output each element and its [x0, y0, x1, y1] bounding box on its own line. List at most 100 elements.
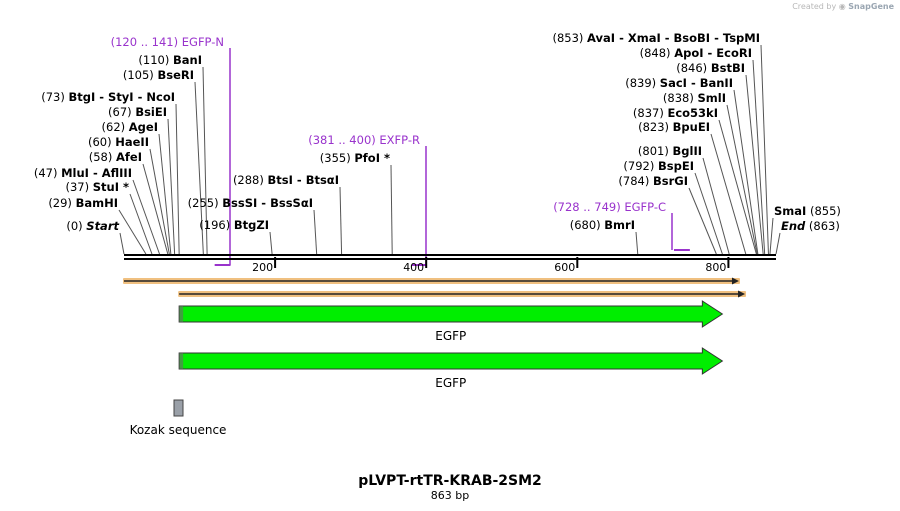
- site-label-start: (0) Start: [66, 219, 119, 233]
- orf-head-orf-1: [731, 277, 739, 285]
- ruler-tick-label-800: 800: [705, 261, 726, 274]
- primer-name-exfp-r: EXFP-R: [379, 133, 420, 147]
- site-bstbi: (846) BstBI: [676, 61, 745, 75]
- feature-start-marker-egfp-2: [179, 353, 184, 369]
- site-enzyme-eco53ki-0: Eco53kI: [667, 106, 718, 120]
- site-label-btgi: (73) BtgI - StyI - NcoI: [41, 90, 175, 104]
- site-stui: (37) StuI *: [65, 180, 129, 194]
- site-enzyme-btsi-1: - BtsαI: [293, 173, 339, 187]
- site-mlui: (47) MluI - AflIII: [34, 166, 132, 180]
- site-bamhi: (29) BamHI: [48, 196, 118, 210]
- leader-end: [775, 232, 781, 255]
- site-position-bsiei: (67): [108, 105, 135, 119]
- site-enzyme-agei-0: AgeI: [129, 120, 158, 134]
- leader-bsrgi: [688, 187, 717, 255]
- site-smli: (838) SmlI: [663, 91, 726, 105]
- site-enzyme-start-0: Start: [86, 219, 119, 233]
- site-afei: (58) AfeI: [89, 150, 142, 164]
- primer-range-egfp-c: (728 .. 749): [553, 200, 624, 214]
- site-position-smai: (855): [806, 204, 841, 218]
- leader-start: [119, 232, 125, 255]
- site-bmri: (680) BmrI: [570, 218, 635, 232]
- feature-label-egfp-2: EGFP: [435, 376, 466, 390]
- site-label-btsi: (288) BtsI - BtsαI: [233, 173, 339, 187]
- site-label-smai: SmaI (855): [774, 204, 841, 218]
- site-agei: (62) AgeI: [102, 120, 158, 134]
- site-label-agei: (62) AgeI: [102, 120, 158, 134]
- primer-exfp-r: (381 .. 400) EXFP-R: [308, 133, 427, 266]
- ruler-tick-label-200: 200: [252, 261, 273, 274]
- site-apoi: (848) ApoI - EcoRI: [640, 46, 752, 60]
- primer-name-egfp-c: EGFP-C: [624, 200, 666, 214]
- site-eco53ki: (837) Eco53kI: [633, 106, 718, 120]
- leader-pfoi: [390, 164, 393, 255]
- feature-arrow-egfp-2: [178, 347, 724, 375]
- site-enzyme-avai-3: - TspMI: [710, 31, 760, 45]
- feature-egfp-1: EGFP: [178, 300, 724, 343]
- site-label-btgzi: (196) BtgZI: [199, 218, 269, 232]
- site-enzyme-bglii-0: BglII: [673, 144, 703, 158]
- site-label-stui: (37) StuI *: [65, 180, 129, 194]
- site-pfoi: (355) PfoI *: [320, 151, 390, 165]
- site-position-pfoi: (355): [320, 151, 355, 165]
- leader-eco53ki: [718, 119, 757, 255]
- site-label-eco53ki: (837) Eco53kI: [633, 106, 718, 120]
- leader-afei: [142, 163, 169, 255]
- kozak-box: [173, 399, 184, 417]
- site-enzyme-avai-0: AvaI: [587, 31, 615, 45]
- site-bpuei: (823) BpuEI: [638, 120, 710, 134]
- kozak-label: Kozak sequence: [130, 423, 227, 437]
- plasmid-length: 863 bp: [431, 489, 469, 502]
- site-enzyme-saci-0: SacI: [660, 76, 687, 90]
- orf-head-orf-2: [738, 290, 746, 298]
- site-btgi: (73) BtgI - StyI - NcoI: [41, 90, 175, 104]
- site-enzyme-bpuei-0: BpuEI: [673, 120, 710, 134]
- site-bsssi: (255) BssSI - BssSαI: [188, 196, 313, 210]
- site-bani: (110) BanI: [138, 53, 202, 67]
- site-position-btgi: (73): [41, 90, 68, 104]
- feature-egfp-2: EGFP: [178, 347, 724, 390]
- leader-bsiei: [167, 118, 176, 255]
- site-enzyme-btsi-0: BtsI: [268, 173, 293, 187]
- site-position-agei: (62): [102, 120, 129, 134]
- site-position-smli: (838): [663, 91, 698, 105]
- site-bseri: (105) BseRI: [123, 68, 194, 82]
- site-position-bpuei: (823): [638, 120, 673, 134]
- primer-range-egfp-n: (120 .. 141): [111, 35, 182, 49]
- primer-label-egfp-n: (120 .. 141) EGFP-N: [111, 35, 224, 49]
- site-enzyme-apoi-1: - EcoRI: [704, 46, 753, 60]
- plasmid-name: pLVPT-rtTR-KRAB-2SM2: [358, 473, 542, 489]
- orf-arrow-orf-1: [123, 277, 740, 285]
- primer-egfp-n: (120 .. 141) EGFP-N: [111, 35, 231, 266]
- site-enzyme-bsrgi-0: BsrGI: [653, 174, 688, 188]
- leader-bani: [202, 66, 208, 255]
- site-position-stui: (37): [65, 180, 92, 194]
- leader-btgi: [175, 103, 180, 255]
- site-label-bsiei: (67) BsiEI: [108, 105, 167, 119]
- site-label-bsrgi: (784) BsrGI: [618, 174, 688, 188]
- site-end: End (863): [781, 219, 840, 233]
- site-position-bmri: (680): [570, 218, 605, 232]
- site-position-bani: (110): [138, 53, 173, 67]
- site-enzyme-btgi-2: - NcoI: [134, 90, 175, 104]
- feature-label-egfp-1: EGFP: [435, 329, 466, 343]
- site-enzyme-bseri-0: BseRI: [157, 68, 194, 82]
- site-btsi: (288) BtsI - BtsαI: [233, 173, 339, 187]
- leader-smli: [726, 104, 758, 255]
- primer-label-egfp-c: (728 .. 749) EGFP-C: [553, 200, 666, 214]
- site-position-apoi: (848): [640, 46, 675, 60]
- site-position-btsi: (288): [233, 173, 268, 187]
- site-position-end: (863): [805, 219, 840, 233]
- site-label-saci: (839) SacI - BanII: [625, 76, 733, 90]
- leader-apoi: [752, 59, 766, 255]
- primer-name-egfp-n: EGFP-N: [182, 35, 224, 49]
- site-position-bspei: (792): [623, 159, 658, 173]
- site-label-bseri: (105) BseRI: [123, 68, 194, 82]
- site-enzyme-saci-1: - BanII: [687, 76, 733, 90]
- site-leader-lines: [118, 44, 781, 255]
- leader-bmri: [635, 231, 639, 255]
- site-position-bamhi: (29): [48, 196, 75, 210]
- leader-avai: [760, 44, 769, 255]
- site-position-bsssi: (255): [188, 196, 223, 210]
